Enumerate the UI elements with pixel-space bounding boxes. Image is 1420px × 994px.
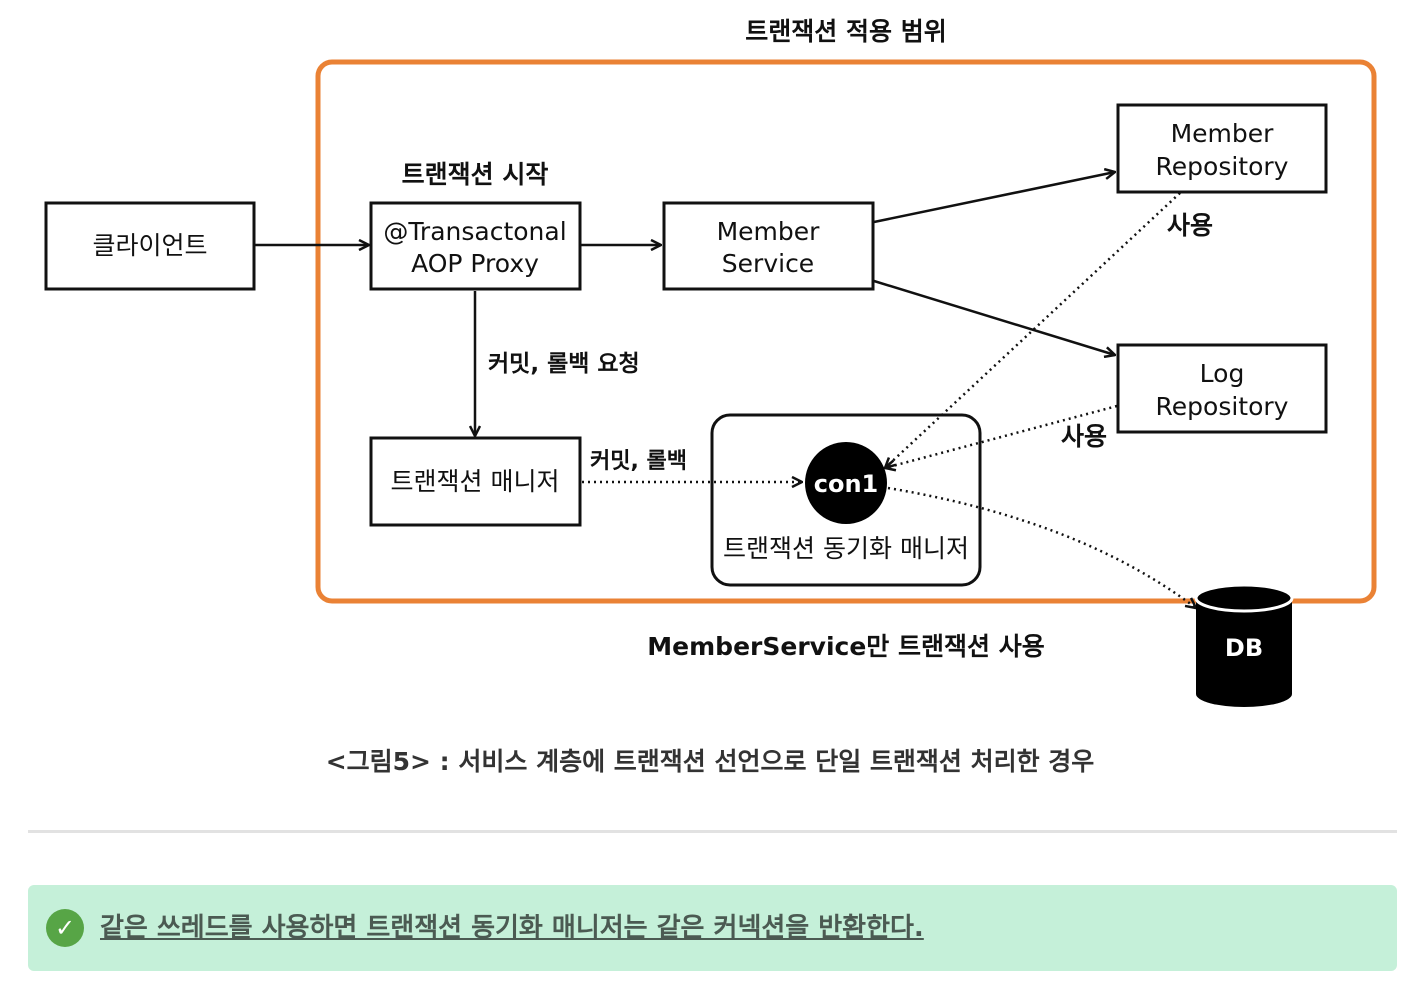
tx-manager-box [369, 436, 582, 527]
arrow-service-to-member-repo [873, 172, 1115, 224]
log-repository-line2: Repository [1156, 392, 1289, 421]
dotted-arrow-log-repo-to-con1 [885, 404, 1118, 468]
figure-caption: <그림5> : 서비스 계층에 트랜잭션 선언으로 단일 트랜잭션 처리한 경우 [325, 747, 1095, 776]
commit-rollback-label: 커밋, 롤백 [590, 449, 687, 474]
member-repository-box [1116, 103, 1328, 194]
client-box [44, 201, 256, 291]
use-label-member-repo: 사용 [1167, 211, 1213, 240]
sync-manager-label: 트랜잭션 동기화 매니저 [723, 534, 969, 563]
arrow-service-to-log-repo [873, 279, 1115, 355]
member-repository-line2: Repository [1156, 152, 1289, 181]
dotted-arrow-con1-to-db [887, 486, 1196, 608]
db-label: DB [1225, 634, 1263, 662]
aop-proxy-box [369, 201, 582, 291]
divider [28, 830, 1397, 833]
member-service-line1: Member [717, 217, 821, 246]
check-circle-icon: ✓ [46, 909, 84, 947]
connection-arrows [582, 192, 1196, 608]
use-label-log-repo: 사용 [1061, 422, 1107, 451]
db-cylinder [1194, 583, 1294, 707]
connection-circle [805, 442, 887, 524]
commit-rollback-request-label: 커밋, 롤백 요청 [488, 351, 640, 377]
member-repository-line1: Member [1171, 119, 1275, 148]
transaction-diagram: 트랜잭션 적용 범위 클라이언트 트랜잭션 시작 @Transactonal A… [44, 17, 1377, 707]
client-label: 클라이언트 [92, 231, 207, 260]
log-repository-box [1116, 343, 1328, 434]
scope-title: 트랜잭션 적용 범위 [745, 17, 946, 46]
callout-link[interactable]: 같은 쓰레드를 사용하면 트랜잭션 동기화 매니저는 같은 커넥션을 반환한다. [100, 913, 924, 943]
callout-box: ✓ 같은 쓰레드를 사용하면 트랜잭션 동기화 매니저는 같은 커넥션을 반환한… [28, 885, 1397, 971]
flow-arrows [254, 172, 1115, 436]
member-service-box [662, 201, 875, 291]
log-repository-line1: Log [1200, 359, 1245, 388]
connection-label: con1 [814, 470, 879, 498]
bottom-label: MemberService만 트랜잭션 사용 [647, 632, 1044, 661]
aop-proxy-line1: @Transactonal [383, 217, 566, 246]
tx-start-label: 트랜잭션 시작 [402, 160, 549, 189]
dotted-arrow-member-repo-to-con1 [885, 192, 1181, 468]
aop-proxy-line2: AOP Proxy [411, 249, 539, 278]
transaction-scope-boundary [315, 59, 1377, 604]
tx-manager-label: 트랜잭션 매니저 [391, 467, 560, 496]
member-service-line2: Service [722, 249, 814, 278]
sync-manager-box [710, 413, 982, 587]
